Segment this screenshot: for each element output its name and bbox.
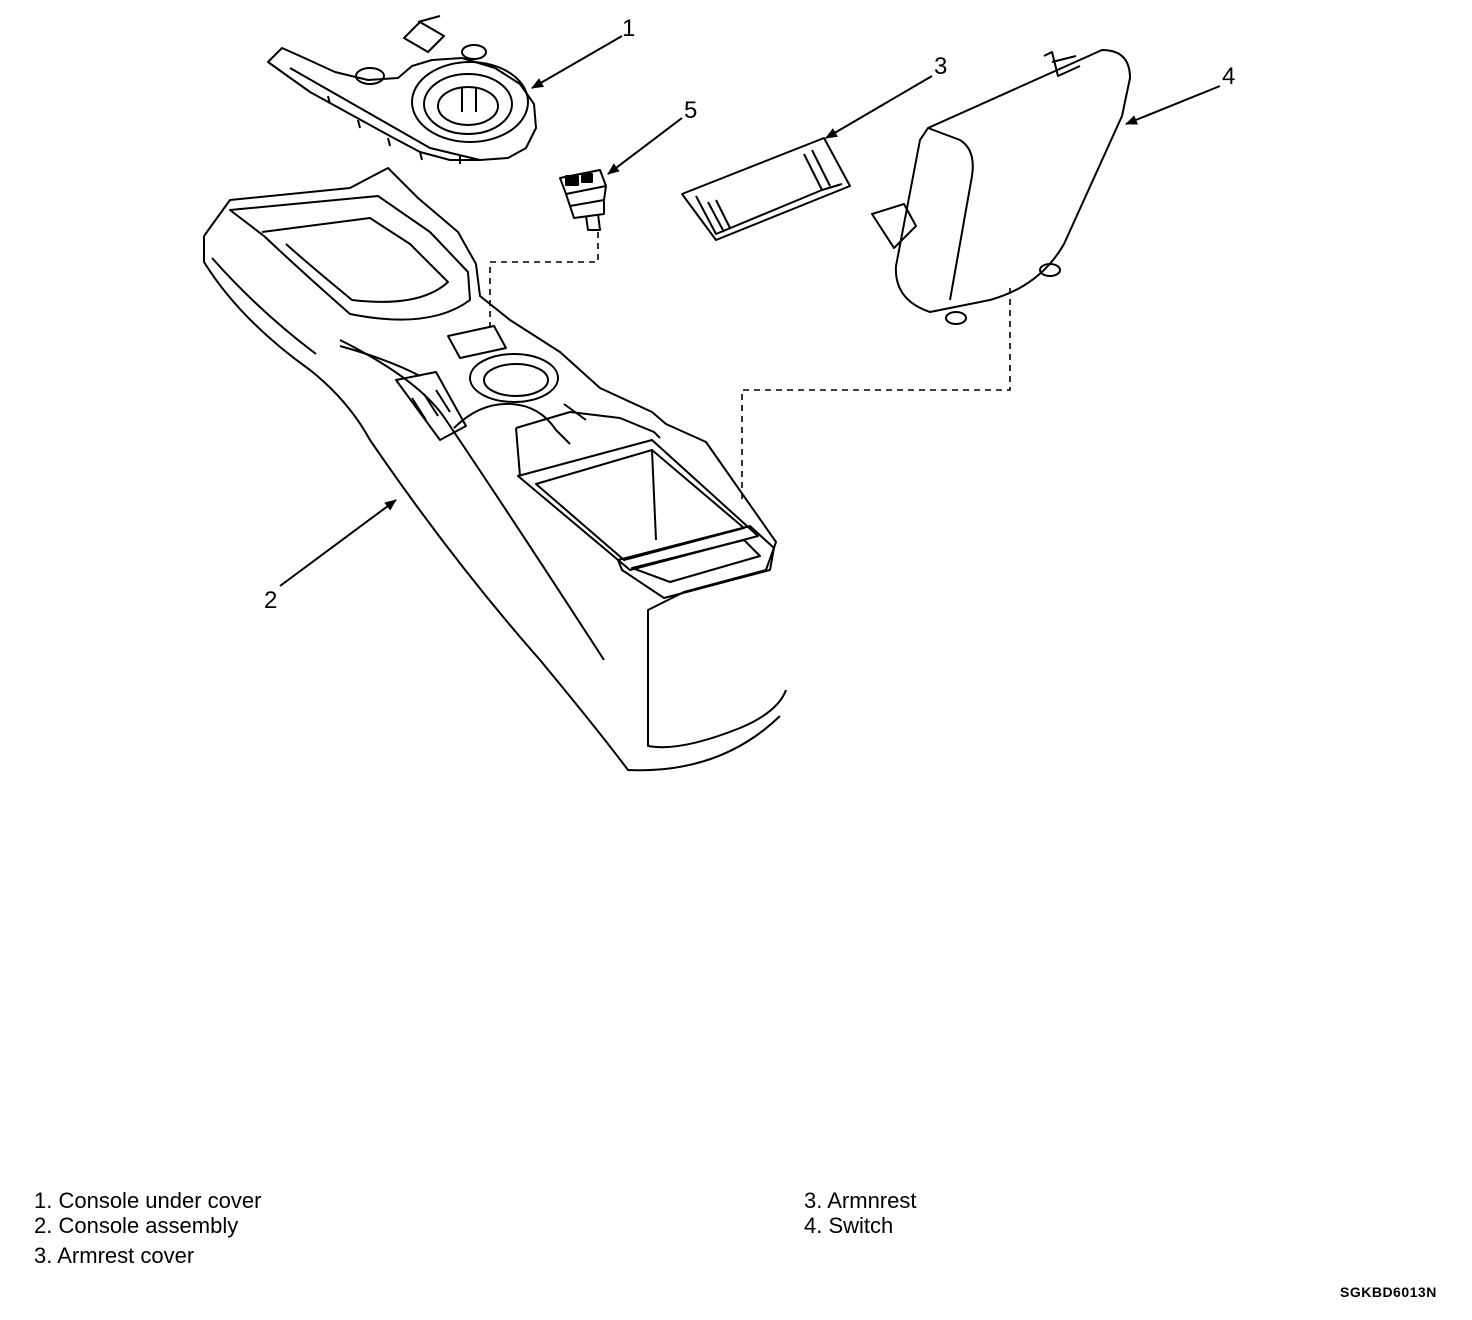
callout-4: 4	[1222, 63, 1235, 90]
callout-5: 5	[684, 97, 697, 124]
legend-item-armrest-cover: 3. Armrest cover	[34, 1243, 195, 1268]
leader-arrow-2	[279, 499, 397, 587]
legend-item-switch: 4. Switch	[804, 1213, 894, 1238]
legend-item-console-assembly: 2. Console assembly	[34, 1213, 239, 1238]
legend-item-armrest: 3. Armnrest	[804, 1188, 917, 1213]
callout-1: 1	[622, 15, 635, 42]
callout-3: 3	[934, 53, 947, 80]
armrest-cover-part	[681, 137, 851, 241]
leader-arrow-5	[607, 117, 683, 175]
leader-arrow-1	[531, 35, 623, 89]
legend-item-console-under-cover: 1. Console under cover	[34, 1188, 262, 1213]
armrest-part	[871, 49, 1131, 325]
figure-code: SGKBD6013N	[1340, 1284, 1437, 1300]
leader-arrows	[279, 35, 1221, 587]
leader-arrow-4	[1125, 85, 1221, 125]
assembly-guide-lines	[489, 232, 1011, 500]
switch-part	[559, 169, 607, 231]
console-assembly-part	[203, 167, 787, 772]
console-under-cover-part	[267, 15, 537, 164]
leader-arrow-3	[825, 75, 933, 139]
callout-2: 2	[264, 587, 277, 614]
